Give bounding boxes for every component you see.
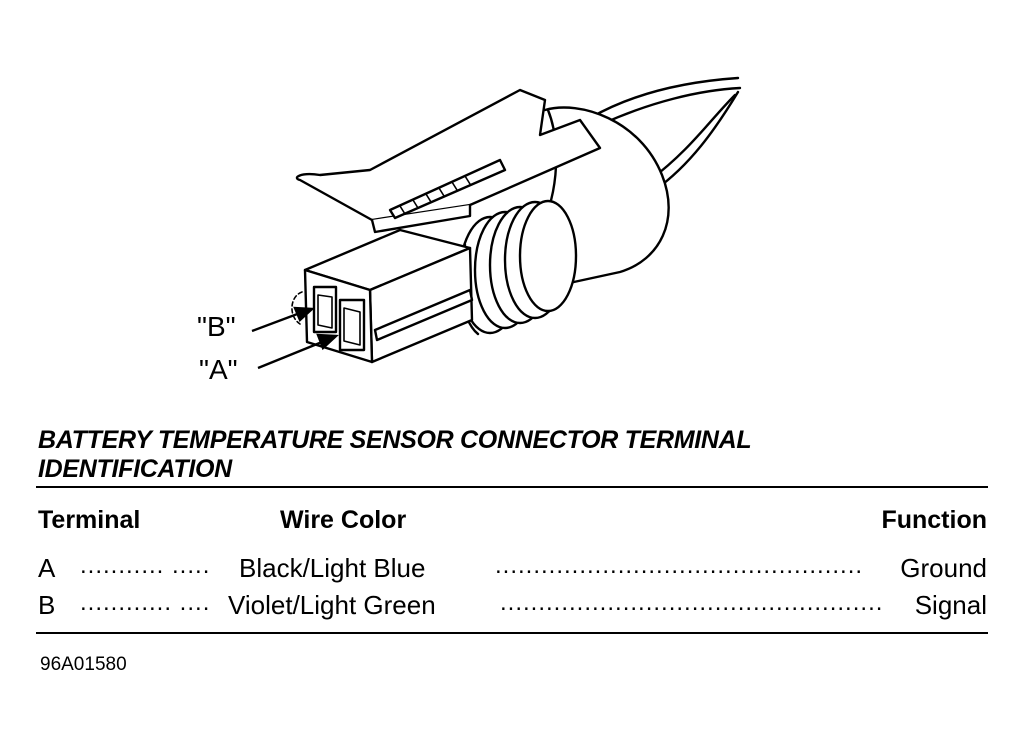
coil-ribs	[458, 199, 578, 335]
arrow-b	[251, 311, 301, 333]
wire-lower-2	[648, 93, 737, 182]
row-a-terminal: A	[38, 553, 56, 583]
table-title-line2: IDENTIFICATION	[38, 455, 232, 483]
row-b-function: Signal	[914, 590, 987, 620]
row-a-leader-2: ........................................…	[495, 552, 864, 579]
latch-slots	[399, 175, 471, 215]
column-header-terminal: Terminal	[38, 506, 141, 534]
row-b-wire-color: Violet/Light Green	[228, 590, 436, 620]
row-b-terminal: B	[38, 590, 56, 620]
divider-bottom	[36, 632, 988, 634]
connector-illustration	[251, 76, 742, 370]
row-b-leader-1: ............ ....	[80, 589, 211, 616]
row-b-leader-2: ........................................…	[500, 589, 884, 616]
row-a-wire-color: Black/Light Blue	[239, 553, 426, 583]
arrow-a	[257, 340, 323, 370]
figure-code: 96A01580	[40, 654, 127, 675]
wire-upper-2	[598, 86, 742, 127]
divider-top	[36, 486, 988, 488]
callout-b-label: "B"	[197, 311, 236, 342]
row-a-function: Ground	[900, 553, 987, 583]
column-header-function: Function	[881, 506, 987, 534]
callout-a-label: "A"	[199, 354, 238, 385]
latch	[295, 88, 602, 222]
table-title: BATTERY TEMPERATURE SENSOR CONNECTOR TER…	[38, 426, 752, 484]
wire-lower	[653, 90, 740, 192]
column-header-wire-color: Wire Color	[280, 506, 407, 534]
table-title-line1: BATTERY TEMPERATURE SENSOR CONNECTOR TER…	[38, 426, 752, 454]
wire-upper	[588, 76, 740, 120]
terminal-cavity-b	[312, 285, 338, 334]
row-a-leader-1: ........... .....	[80, 552, 211, 579]
